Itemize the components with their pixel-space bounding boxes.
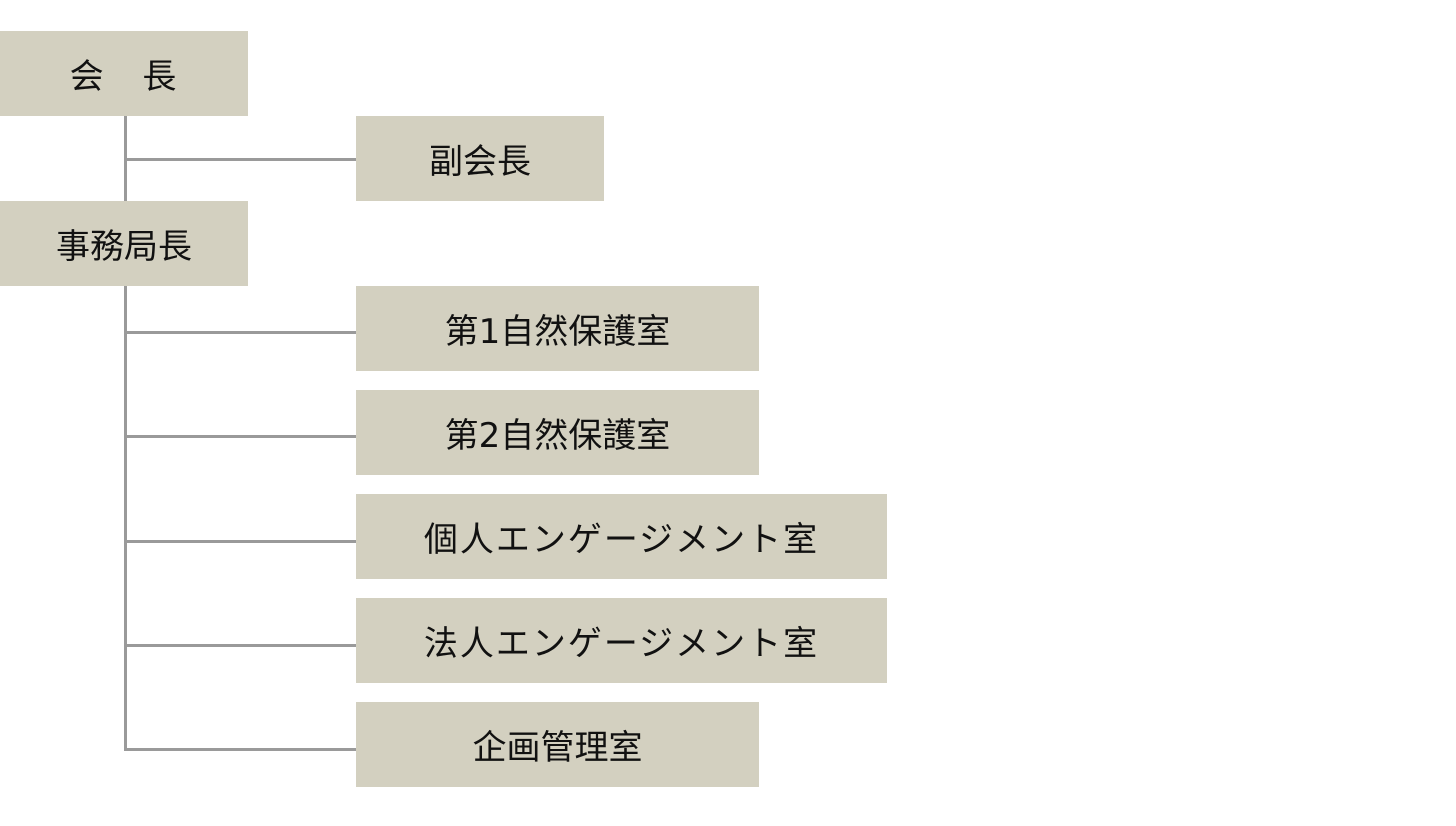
node-nature-office-1: 第1自然保護室 — [356, 286, 759, 371]
node-planning-management: 企画管理室 — [356, 702, 759, 787]
connector-vice-chairman — [124, 158, 356, 161]
connector-secretary-trunk — [124, 286, 127, 751]
connector-corporate-engagement — [124, 644, 356, 647]
node-secretary-general: 事務局長 — [0, 201, 248, 286]
connector-nature-office-1 — [124, 331, 356, 334]
node-vice-chairman: 副会長 — [356, 116, 604, 201]
node-nature-office-2: 第2自然保護室 — [356, 390, 759, 475]
node-individual-engagement: 個人エンゲージメント室 — [356, 494, 887, 579]
connector-nature-office-2 — [124, 435, 356, 438]
node-chairman: 会 長 — [0, 31, 248, 116]
node-corporate-engagement: 法人エンゲージメント室 — [356, 598, 887, 683]
connector-individual-engagement — [124, 540, 356, 543]
connector-planning-management — [124, 748, 356, 751]
